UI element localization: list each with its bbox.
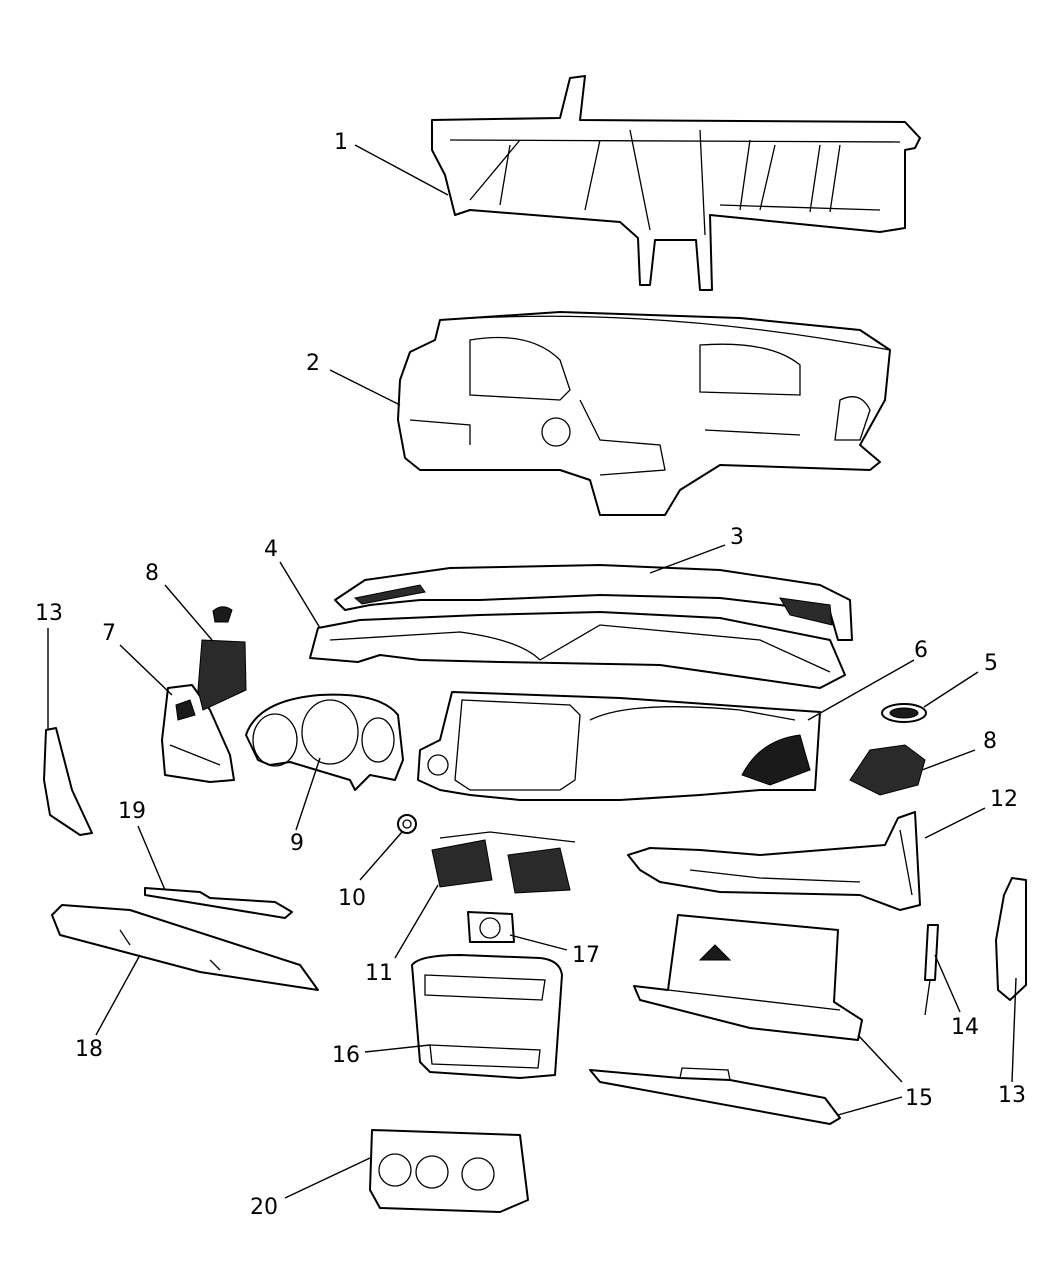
callout-15a: 15 bbox=[905, 1086, 933, 1111]
leader-2 bbox=[329, 369, 401, 406]
part-1-cross-car-beam bbox=[431, 75, 921, 291]
part-11-center-vents bbox=[431, 831, 576, 894]
leader-13-right bbox=[1011, 977, 1017, 1083]
leader-8-right bbox=[921, 749, 976, 771]
part-18-left-lower-trim bbox=[51, 904, 319, 991]
leader-lines bbox=[47, 144, 1017, 1199]
leader-16 bbox=[364, 1044, 431, 1053]
part-17-clock bbox=[467, 911, 515, 943]
leader-17 bbox=[509, 934, 568, 951]
callout-4: 4 bbox=[264, 537, 278, 562]
part-2-instrument-panel-base bbox=[397, 311, 891, 516]
callout-5: 5 bbox=[984, 651, 998, 676]
leader-6 bbox=[807, 659, 915, 721]
part-6-main-panel bbox=[417, 691, 821, 801]
leader-20 bbox=[284, 1157, 371, 1199]
leader-11 bbox=[394, 884, 439, 959]
callout-11: 11 bbox=[365, 961, 393, 986]
part-9-cluster-bezel bbox=[245, 693, 404, 791]
part-20-climate-control bbox=[369, 1129, 529, 1213]
leader-15a bbox=[857, 1034, 903, 1083]
leader-5 bbox=[923, 671, 979, 708]
leader-3 bbox=[649, 544, 726, 574]
leader-19 bbox=[137, 825, 166, 891]
callout-1: 1 bbox=[334, 130, 348, 155]
leader-14 bbox=[934, 954, 961, 1013]
callout-18: 18 bbox=[75, 1037, 103, 1062]
leader-4 bbox=[279, 561, 321, 629]
leader-15b bbox=[837, 1096, 903, 1116]
callout-7: 7 bbox=[102, 621, 116, 646]
callout-labels: 1 2 3 4 5 6 7 8 8 9 10 11 12 13 13 14 15… bbox=[35, 130, 1026, 1220]
part-10-knob bbox=[397, 814, 417, 834]
part-4-upper-panel bbox=[309, 611, 846, 689]
callout-13-left: 13 bbox=[35, 601, 63, 626]
callout-17: 17 bbox=[572, 943, 600, 968]
part-3-upper-cover bbox=[334, 564, 853, 641]
callout-20: 20 bbox=[250, 1195, 278, 1220]
leader-12 bbox=[924, 807, 986, 839]
leader-9 bbox=[295, 757, 321, 831]
callout-19: 19 bbox=[118, 799, 146, 824]
leader-1 bbox=[354, 144, 449, 196]
callout-8-left: 8 bbox=[145, 561, 159, 586]
callout-8-right: 8 bbox=[983, 729, 997, 754]
callout-12: 12 bbox=[990, 787, 1018, 812]
part-5-vent-bezel bbox=[881, 703, 927, 723]
callout-10: 10 bbox=[338, 886, 366, 911]
leader-18 bbox=[95, 954, 141, 1036]
callout-6: 6 bbox=[914, 638, 928, 663]
leader-10 bbox=[359, 831, 403, 881]
leader-8-left bbox=[164, 584, 213, 641]
part-12-right-lower-panel bbox=[627, 811, 921, 911]
callout-16: 16 bbox=[332, 1043, 360, 1068]
callout-2: 2 bbox=[306, 351, 320, 376]
callout-3: 3 bbox=[730, 525, 744, 550]
part-14-switch bbox=[924, 924, 939, 1016]
part-7-left-end-panel bbox=[161, 684, 235, 783]
part-8-vent-left bbox=[197, 606, 247, 711]
callout-13-right: 13 bbox=[998, 1083, 1026, 1108]
part-15-glove-box bbox=[633, 914, 863, 1041]
part-13-end-cap-left bbox=[43, 727, 93, 836]
part-13-end-cap-right bbox=[995, 877, 1027, 1001]
leader-7 bbox=[119, 644, 173, 696]
callout-9: 9 bbox=[290, 831, 304, 856]
callout-14: 14 bbox=[951, 1015, 979, 1040]
part-8-vent-right bbox=[849, 744, 926, 796]
part-15-lower-trim bbox=[589, 1067, 841, 1125]
part-19-lower-bracket bbox=[144, 887, 293, 919]
part-16-center-bezel bbox=[411, 954, 563, 1079]
